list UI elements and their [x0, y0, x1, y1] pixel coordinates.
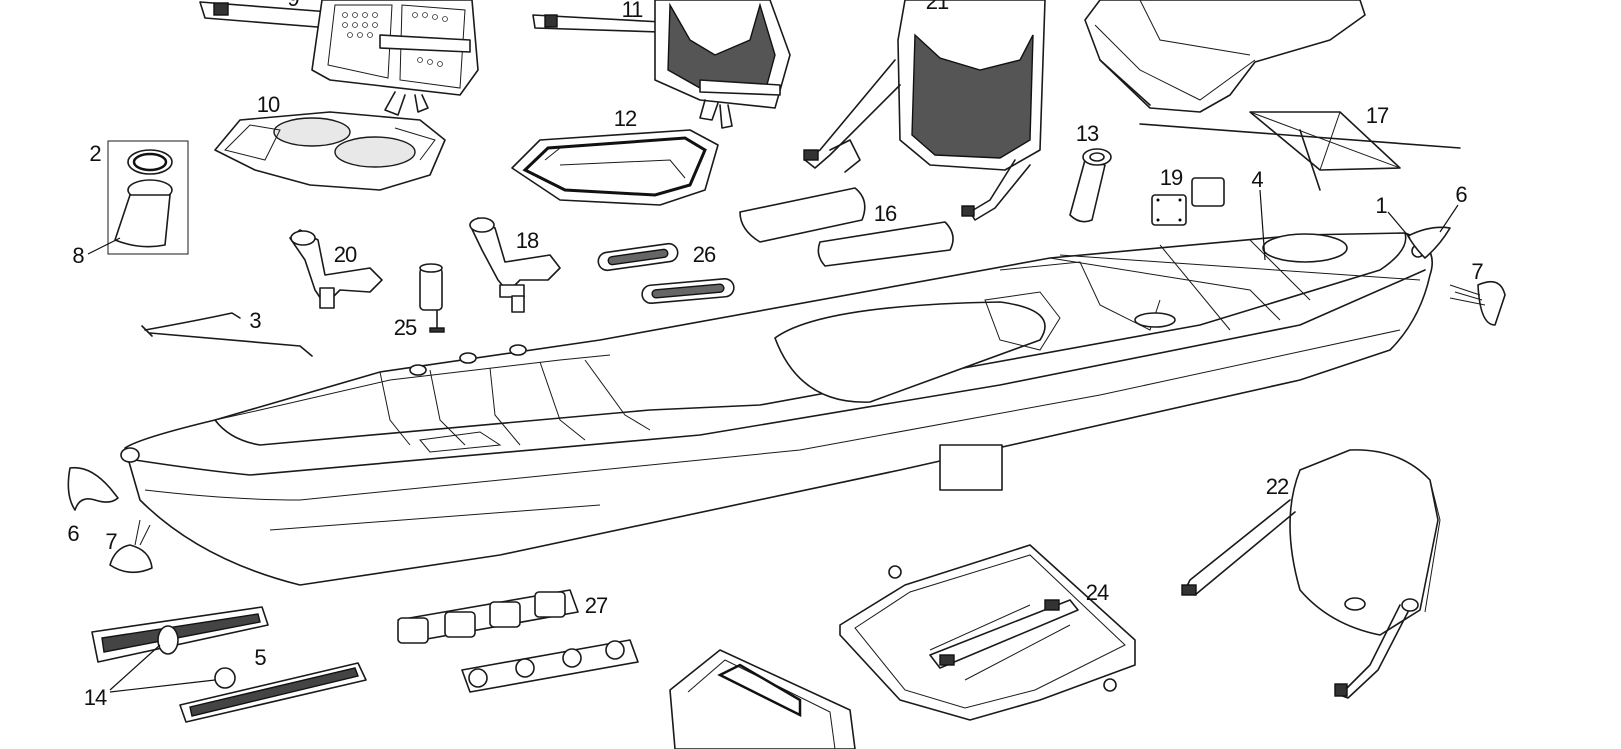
part-21-seat: [803, 0, 1046, 221]
callout-17: 17: [1366, 103, 1389, 128]
callout-4: 4: [1251, 167, 1263, 192]
part-hatch-cover: [1084, 0, 1366, 113]
callout-26: 26: [693, 242, 716, 267]
callout-7-front: 7: [105, 529, 117, 554]
part-2-8-deck-plate: [87, 140, 189, 255]
leader-lines: [1259, 189, 1459, 261]
callout-25: 25: [394, 315, 417, 340]
part-17-bungee: [1139, 111, 1461, 191]
part-9-seat: [199, 0, 479, 116]
part-13-rod-holder: [1069, 148, 1112, 223]
callout-24: 24: [1086, 580, 1109, 605]
part-3-rod: [141, 312, 313, 357]
callout-3: 3: [249, 308, 261, 333]
part-25-fitting: [419, 263, 445, 333]
part-18-rod-holder: [469, 217, 561, 313]
part-22-backrest: [1181, 449, 1441, 699]
part-10-seat-pad: [214, 111, 446, 191]
callout-10: 10: [257, 92, 280, 117]
part-20-rod-holder: [289, 229, 383, 309]
part-7-scupper-rear: [1449, 280, 1506, 326]
callout-8: 8: [72, 243, 84, 268]
callout-21: 21: [926, 0, 949, 14]
callout-2: 2: [89, 141, 101, 166]
part-24-hatch-frame: [839, 544, 1136, 721]
callout-20: 20: [334, 242, 357, 267]
callout-22: 22: [1266, 474, 1289, 499]
part-5-14-rails: [91, 606, 367, 723]
callout-6-front: 6: [67, 521, 79, 546]
callout-19: 19: [1160, 165, 1183, 190]
callout-16: 16: [874, 201, 897, 226]
callout-12: 12: [614, 106, 637, 131]
callout-18: 18: [516, 228, 539, 253]
part-hatch-lid: [669, 649, 856, 749]
callout-13: 13: [1076, 121, 1099, 146]
part-6-handle-front: [67, 466, 119, 511]
part-16-thigh-pads: [739, 187, 954, 267]
callout-labels: 9 11 21 10 12 13 17 2 8 16 19 4 1 6 7 20…: [67, 0, 1484, 710]
part-kayak-hull: [120, 232, 1433, 586]
part-11-seat: [532, 0, 791, 129]
part-7-scupper-front: [109, 519, 153, 574]
callout-14: 14: [84, 685, 107, 710]
part-19-pads: [1151, 177, 1225, 226]
callout-9: 9: [287, 0, 299, 11]
part-27-rod-mounts: [397, 589, 639, 693]
callout-6-rear: 6: [1455, 182, 1467, 207]
part-6-handle-rear: [1407, 226, 1451, 259]
callout-11: 11: [622, 0, 644, 22]
callout-27: 27: [585, 593, 608, 618]
callout-5: 5: [254, 645, 266, 670]
callout-7-rear: 7: [1471, 259, 1483, 284]
part-12-seat-pad: [511, 129, 719, 206]
callout-1: 1: [1375, 193, 1387, 218]
part-26-rails: [597, 242, 735, 305]
